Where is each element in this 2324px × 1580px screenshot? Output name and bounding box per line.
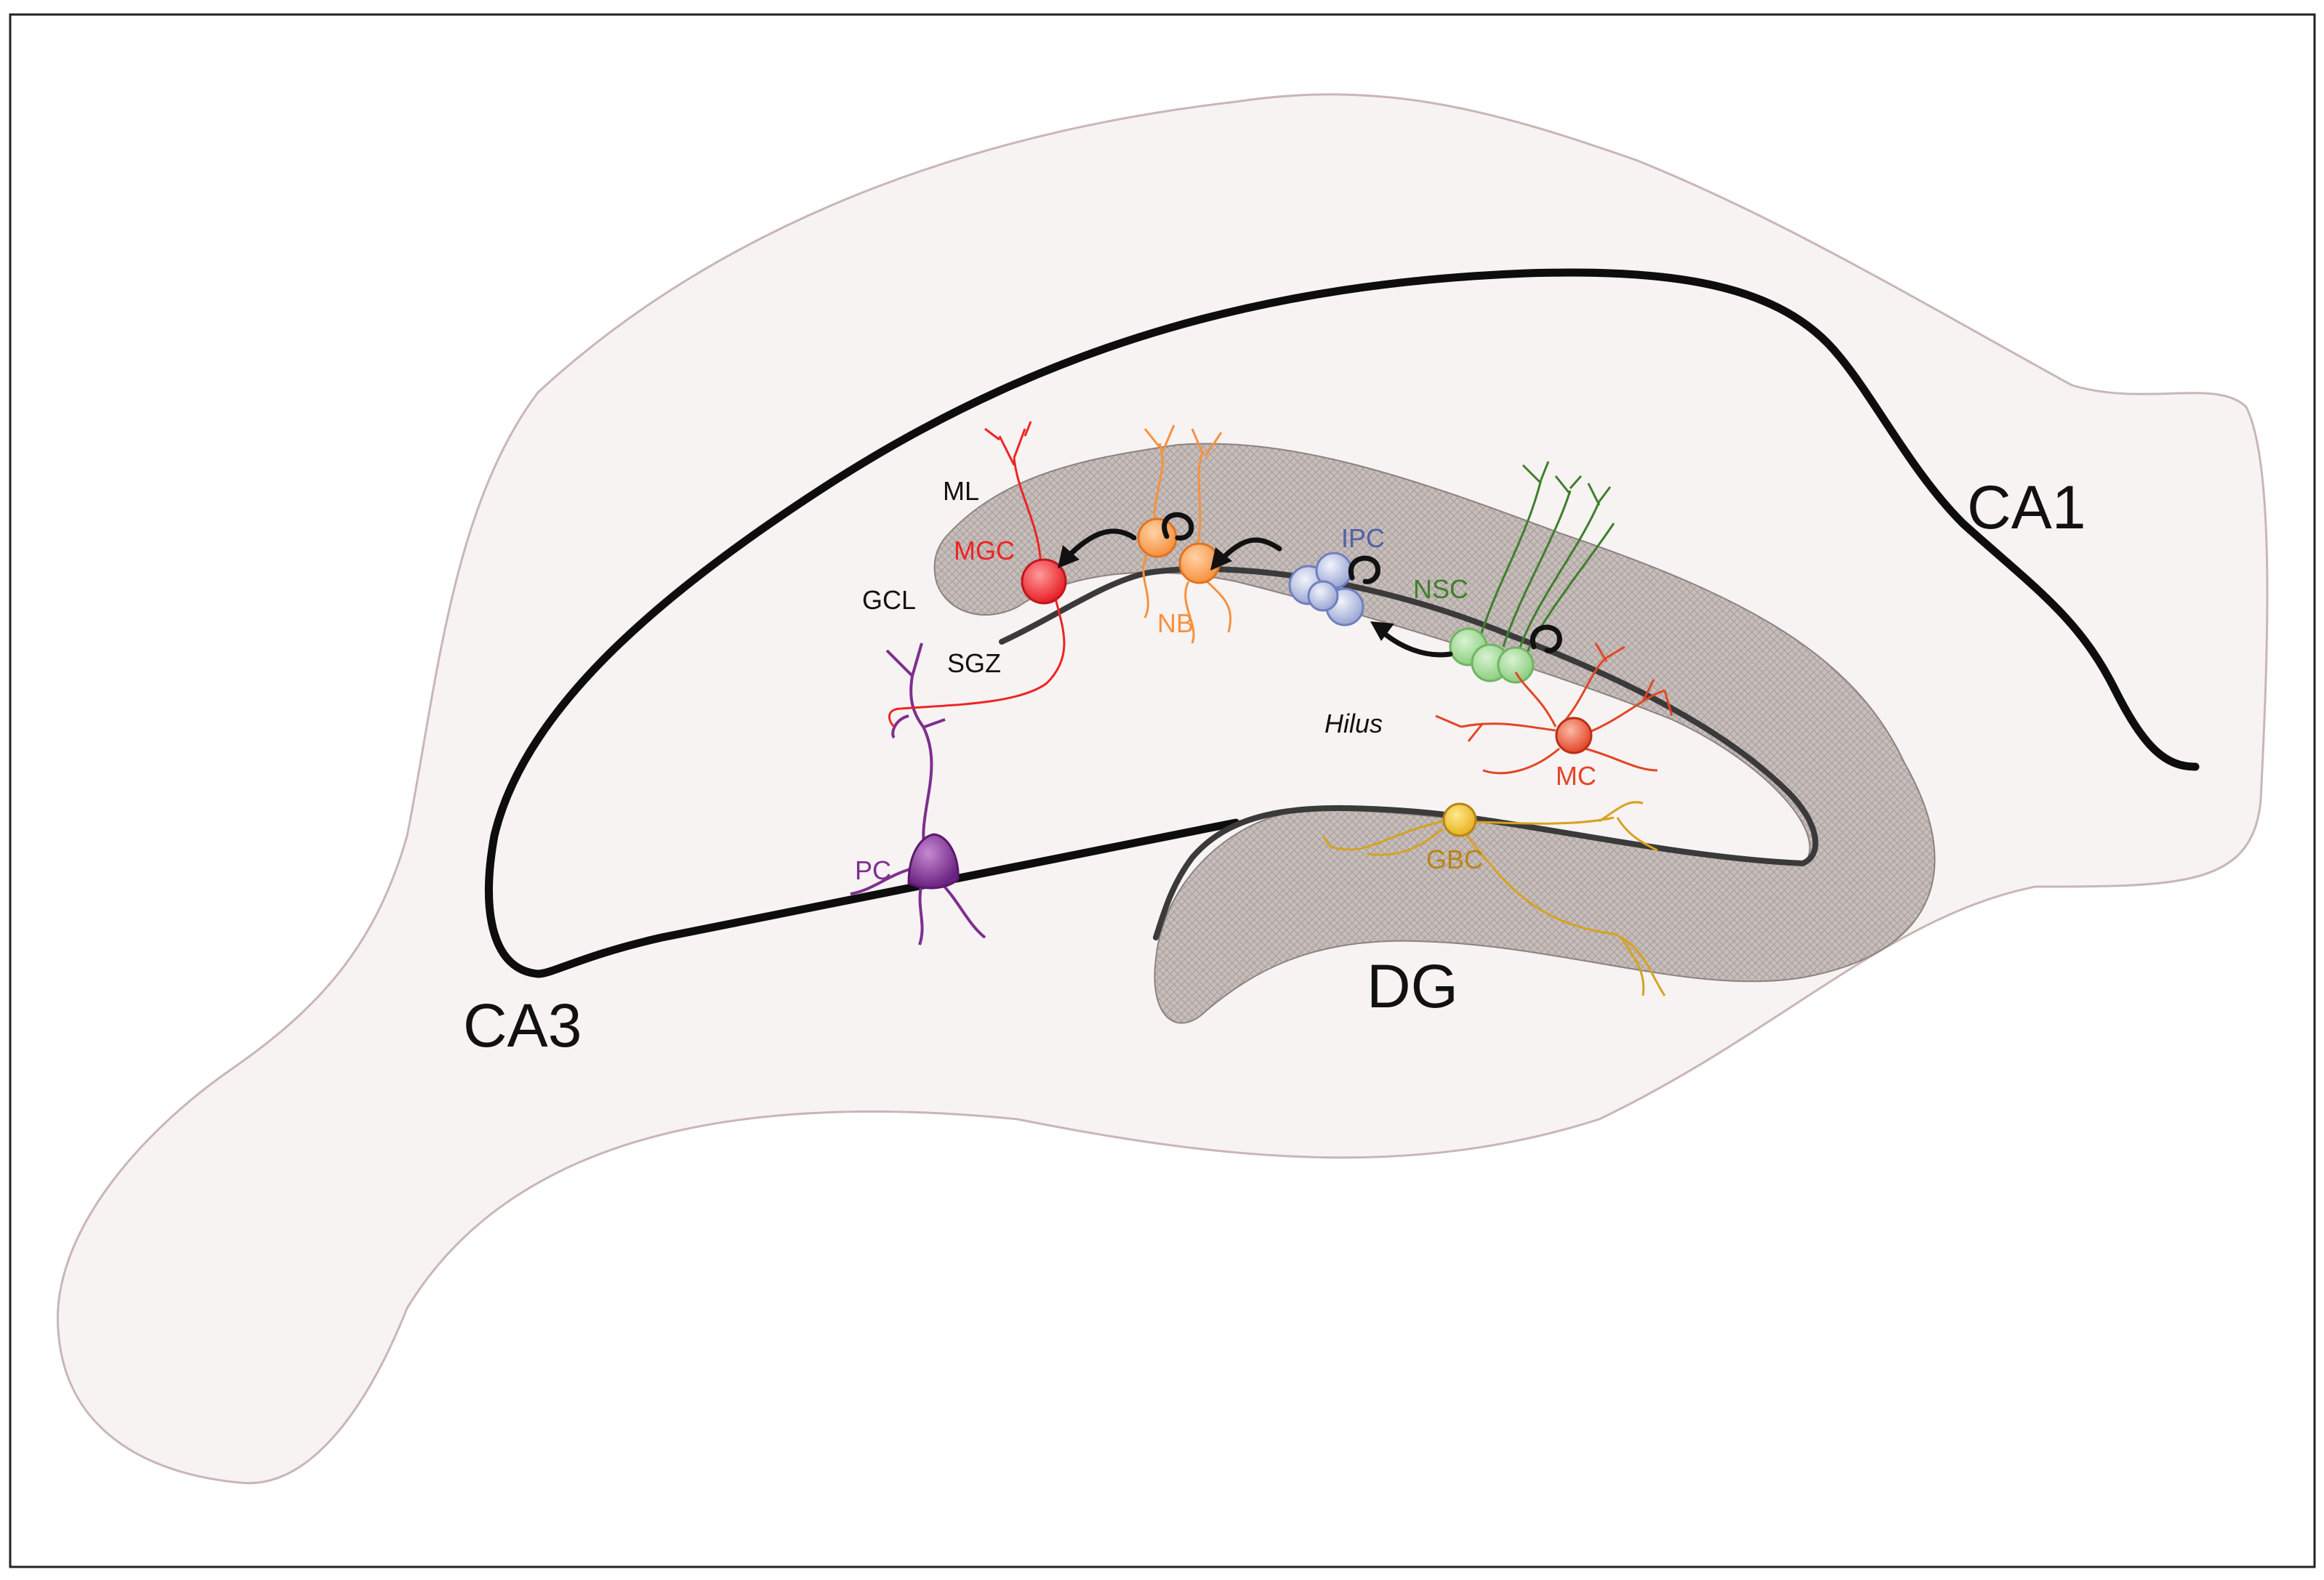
pyramidal-cell [850, 642, 986, 946]
gbc-label: GBC [1426, 845, 1483, 874]
hippocampus-tissue [56, 93, 2269, 1485]
ca1-label: CA1 [1967, 473, 2086, 541]
nb-label: NB [1157, 608, 1194, 638]
lineage-arrows [1066, 512, 1562, 658]
basket-cell [1322, 801, 1666, 996]
ipc-label: IPC [1341, 523, 1385, 553]
mossy-fiber-axon [888, 592, 1066, 728]
mature-granule-cell [984, 421, 1067, 605]
mossy-cell [1435, 642, 1673, 775]
neural-stem-cells [1449, 461, 1615, 684]
hilus-label: Hilus [1324, 709, 1383, 738]
mgc-label: MGC [954, 536, 1015, 565]
ml-label: ML [943, 476, 979, 506]
pc-label: PC [855, 855, 891, 885]
dg-label: DG [1367, 952, 1458, 1020]
nsc-label: NSC [1413, 574, 1468, 604]
mc-label: MC [1556, 761, 1596, 791]
intermediate-progenitor-cells [1288, 552, 1364, 626]
ca3-label: CA3 [463, 991, 582, 1060]
lineage-arrowheads [1058, 545, 1394, 641]
neuroblast-cells [1137, 424, 1232, 644]
gcl-label: GCL [862, 585, 916, 615]
sgz-label: SGZ [947, 648, 1001, 678]
ca-pyramidal-layer [485, 268, 2200, 978]
